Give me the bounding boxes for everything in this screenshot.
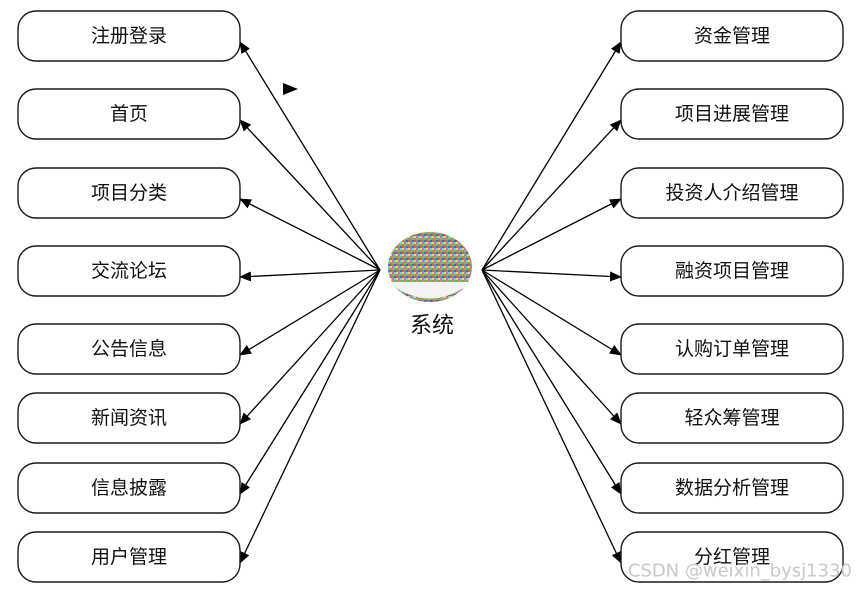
right-node-label: 融资项目管理 [675,260,789,282]
right-node-label: 认购订单管理 [675,338,789,360]
left-node-box [17,88,241,140]
watermark: CSDN @weixin_bysj1330 [628,561,852,582]
edges-layer [239,41,622,564]
left-node-7: 信息披露 [17,462,241,514]
left-node-6: 新闻资讯 [17,392,241,444]
left-node-4: 交流论坛 [17,245,241,297]
left-node-label: 新闻资讯 [91,407,167,429]
right-edge-1 [481,41,622,271]
left-node-box [17,167,241,219]
center-node: 系统 [388,232,472,339]
right-node-4: 融资项目管理 [620,245,844,297]
right-edge-7 [481,269,622,495]
left-edge-8 [239,269,381,564]
right-node-2: 项目进展管理 [620,88,844,140]
right-node-8: 分红管理 [620,531,844,583]
center-node-label: 系统 [410,314,454,339]
right-node-5: 认购订单管理 [620,323,844,375]
right-node-box [620,245,844,297]
right-node-label: 轻众筹管理 [684,407,779,429]
right-edge-6 [481,269,622,425]
left-edge-6 [239,269,381,425]
left-edge-2 [239,119,381,271]
right-node-box [620,531,844,583]
right-node-box [620,167,844,219]
right-node-7: 数据分析管理 [620,462,844,514]
right-node-label: 分红管理 [694,546,770,568]
left-node-2: 首页 [17,88,241,140]
right-node-6: 轻众筹管理 [620,392,844,444]
left-node-8: 用户管理 [17,531,241,583]
left-node-box [17,462,241,514]
right-edge-8 [481,269,622,564]
right-node-box [620,462,844,514]
right-node-label: 数据分析管理 [675,477,789,499]
center-node-shadow [388,282,472,299]
left-node-label: 用户管理 [91,546,167,568]
right-node-box [620,392,844,444]
right-node-label: 资金管理 [694,25,770,47]
right-edge-2 [481,119,622,271]
left-node-box [17,531,241,583]
left-edge-5 [239,269,381,356]
right-node-label: 投资人介绍管理 [665,182,798,204]
left-edge-3 [239,198,381,271]
left-node-3: 项目分类 [17,167,241,219]
left-node-label: 注册登录 [91,25,167,47]
left-node-label: 公告信息 [91,338,167,360]
right-node-box [620,10,844,62]
left-node-box [17,245,241,297]
right-node-box [620,88,844,140]
left-node-label: 信息披露 [91,477,167,499]
left-node-label: 项目分类 [91,182,167,204]
left-node-1: 注册登录 [17,10,241,62]
left-node-box [17,392,241,444]
right-node-3: 投资人介绍管理 [620,167,844,219]
left-node-box [17,323,241,375]
stray-arrowhead [283,83,298,95]
right-node-1: 资金管理 [620,10,844,62]
right-node-label: 项目进展管理 [675,103,789,125]
left-edge-7 [239,269,381,495]
right-edge-4 [481,269,622,282]
right-edge-5 [481,269,622,356]
right-node-box [620,323,844,375]
left-node-5: 公告信息 [17,323,241,375]
left-node-label: 交流论坛 [91,260,167,282]
right-edge-3 [481,198,622,271]
left-node-box [17,10,241,62]
left-edge-1 [239,41,381,271]
left-edge-4 [239,269,381,282]
left-node-label: 首页 [110,103,148,125]
